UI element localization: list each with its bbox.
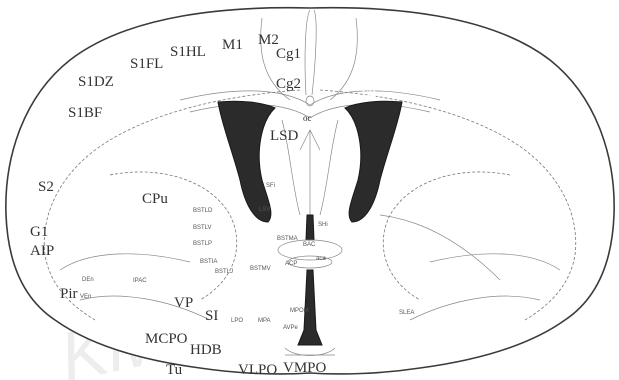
subregion-label-bstlv: BSTLV [193, 225, 212, 231]
subregion-label-shi: SHi [318, 222, 328, 228]
region-label-g1: G1 [30, 224, 48, 240]
subregion-label-lsv: LSV [259, 207, 270, 213]
subregion-label-bstlp: BSTLP [193, 241, 212, 247]
region-label-oc: oc [303, 113, 312, 123]
region-label-m1: M1 [222, 37, 243, 53]
subregion-label-ipac: IPAC [133, 278, 147, 284]
subregion-label-bstia: BSTIA [200, 259, 217, 265]
region-label-vp: VP [174, 295, 193, 311]
subregion-label-mpa: MPA [258, 318, 271, 324]
subregion-label-mpom: MPOM [290, 308, 309, 314]
subregion-label-bstmv: BSTMV [250, 266, 271, 272]
region-label-cg2: Cg2 [276, 76, 301, 92]
subregion-label-bstld: BSTLD [193, 208, 213, 214]
region-label-s2: S2 [38, 179, 54, 195]
region-label-hdb: HDB [190, 342, 222, 358]
region-label-cpu: CPu [142, 191, 168, 207]
region-label-vmpo: VMPO [283, 360, 327, 376]
subregion-label-acp: ACP [285, 261, 297, 267]
region-label-cg1: Cg1 [276, 46, 301, 62]
region-label-cg: cg [362, 84, 377, 100]
subregion-label-bstlj: BSTLJ [215, 269, 233, 275]
region-label-vlpo: VLPO [238, 362, 277, 378]
region-label-s1dz: S1DZ [78, 74, 114, 90]
region-label-aip: AIP [30, 243, 54, 259]
subregion-label-slea: SLEA [399, 310, 414, 316]
subregion-label-den: DEn [82, 277, 94, 283]
subregion-label-avpe: AVPe [283, 325, 299, 331]
third-ventricle [306, 215, 314, 240]
subregion-label-aca: aca [316, 256, 326, 262]
subregion-label-bac: BAC [303, 242, 316, 248]
region-label-s1fl: S1FL [130, 56, 163, 72]
region-label-s1hl: S1HL [170, 44, 206, 60]
region-label-tu: Tu [166, 362, 183, 378]
subregion-label-sfi: SFi [266, 183, 275, 189]
region-label-lsd: LSD [270, 128, 299, 144]
subregion-label-ven: VEn [80, 294, 91, 300]
region-label-si: SI [205, 308, 218, 324]
region-label-pir: Pir [60, 286, 78, 302]
subregion-label-bstma: BSTMA [277, 236, 298, 242]
region-label-s1bf: S1BF [68, 105, 102, 121]
subregion-label-lpo: LPO [231, 318, 243, 324]
region-label-mcpo: MCPO [145, 331, 188, 347]
